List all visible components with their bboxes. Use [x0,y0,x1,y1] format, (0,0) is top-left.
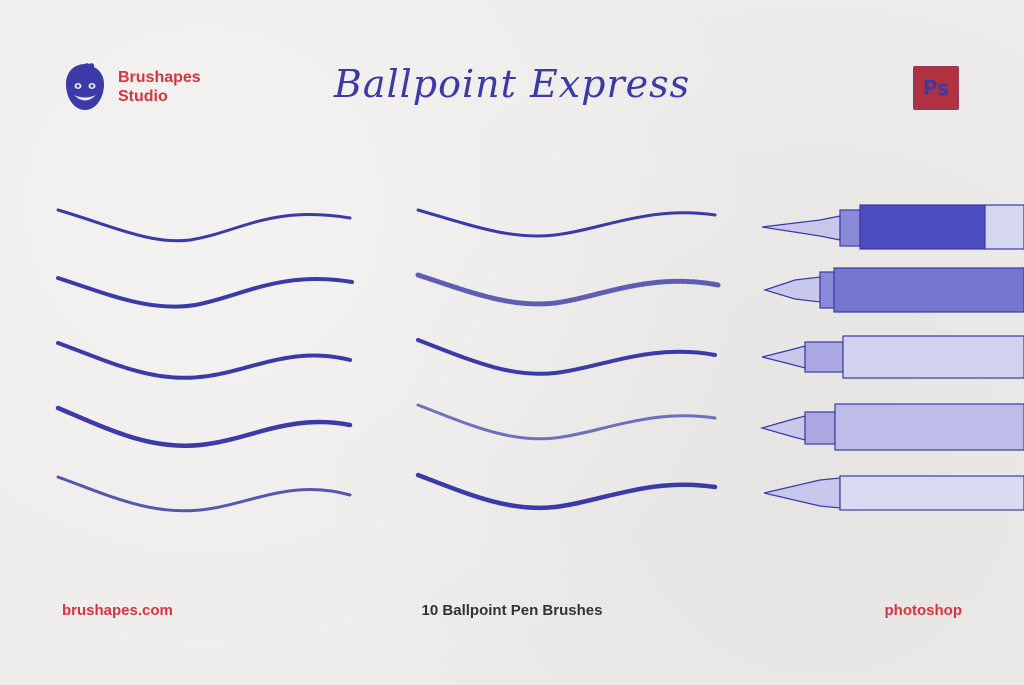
product-description: 10 Ballpoint Pen Brushes [421,602,603,619]
gorilla-logo-icon [66,63,104,110]
website-link[interactable]: brushapes.com [62,602,173,619]
pen-2 [763,267,1024,313]
pen-5 [763,475,1024,511]
brush-stroke-3 [56,341,352,380]
pen-3 [761,335,1024,379]
brush-stroke-8 [416,338,717,376]
brush-stroke-7 [415,272,721,307]
pen-1 [761,204,1024,250]
brand[interactable]: Brushapes Studio [62,62,201,112]
pen-illustrations [759,204,1024,511]
brand-name-line2: Studio [118,88,168,105]
brush-stroke-2 [56,276,354,309]
brush-stroke-9 [416,403,717,441]
page-title: Ballpoint Express [333,62,691,106]
brush-stroke-10 [415,472,718,511]
brush-stroke-1 [56,208,352,243]
brush-stroke-4 [55,405,353,448]
platform-label: photoshop [884,602,962,619]
pen-4 [759,403,1024,451]
brush-stroke-6 [416,208,717,238]
brush-stroke-5 [56,475,352,513]
photoshop-badge-label: Ps [922,76,950,100]
brand-name-line1: Brushapes [118,69,201,86]
photoshop-icon: Ps [913,66,959,110]
